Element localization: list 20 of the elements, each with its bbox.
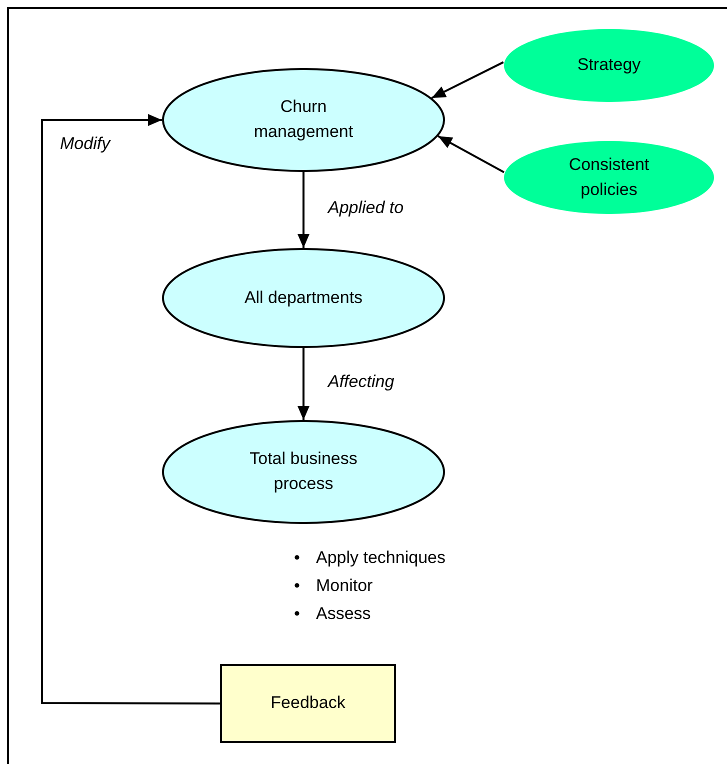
list-item-text: Apply techniques: [316, 547, 446, 569]
arrow: [431, 61, 504, 99]
bullet-mark: •: [294, 603, 300, 625]
arrow: [298, 172, 310, 248]
arrow: [298, 348, 310, 420]
arrow: [41, 114, 220, 704]
list-item-text: Monitor: [316, 575, 373, 597]
edge-label: Applied to: [326, 198, 406, 218]
list-item-text: Assess: [316, 603, 371, 625]
edge-label: Modify: [58, 134, 112, 154]
node-label: Churn management: [252, 96, 354, 143]
arrow: [438, 135, 504, 174]
node-label: Total business process: [248, 448, 358, 495]
node-label: Strategy: [577, 54, 641, 76]
node-label: All departments: [244, 286, 363, 309]
bullet-mark: •: [294, 575, 300, 597]
bullet-mark: •: [294, 547, 300, 569]
edge-label: Affecting: [326, 372, 396, 392]
node-label: Consistent policies: [568, 154, 650, 200]
node-label: Feedback: [270, 692, 346, 714]
